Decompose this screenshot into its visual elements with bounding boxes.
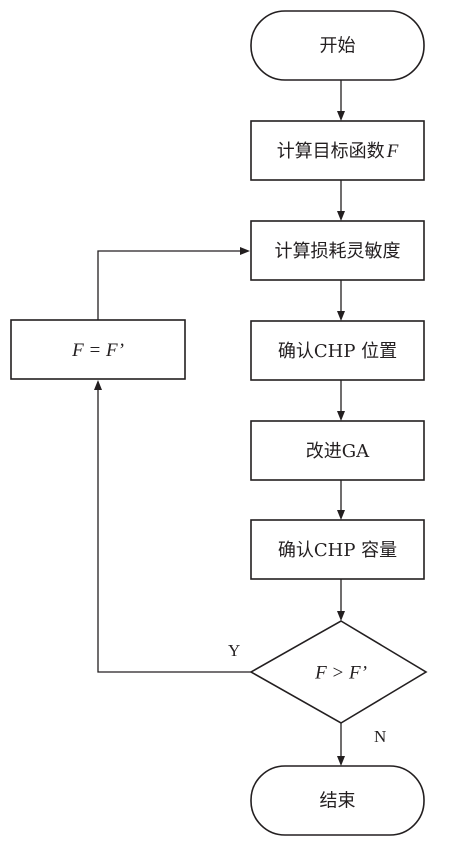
start-node: 开始 (250, 10, 425, 81)
main-flow-connectors (337, 80, 345, 766)
confirm-location-label: 确认CHP 位置 (278, 341, 397, 362)
arrowhead (337, 611, 345, 621)
feedback-loop-connectors (94, 247, 251, 673)
decision-label: F > F’ (314, 663, 367, 684)
decision-node: F > F’ (249, 620, 428, 724)
calc-objective-label: 计算目标函数 (277, 141, 385, 162)
improved-ga-node: 改进GA (250, 420, 425, 481)
no-branch-label: N (374, 727, 386, 746)
yes-branch-label: Y (228, 641, 240, 660)
arrowhead (240, 247, 250, 255)
end-node: 结束 (250, 765, 425, 836)
calc-objective-variable: F (386, 141, 399, 162)
confirm-capacity-label: 确认CHP 容量 (278, 540, 397, 561)
calc-sensitivity-node: 计算损耗灵敏度 (250, 220, 425, 281)
end-label: 结束 (320, 791, 356, 812)
connector-update-to-sensitivity (97, 250, 241, 320)
improved-ga-label: 改进GA (306, 441, 370, 462)
arrowhead (337, 411, 345, 421)
update-label: F = F’ (71, 340, 124, 361)
arrowhead (337, 756, 345, 766)
arrowhead (337, 211, 345, 221)
arrowhead (94, 380, 102, 390)
start-label: 开始 (320, 36, 356, 57)
confirm-location-node: 确认CHP 位置 (250, 320, 425, 381)
connector-decision-to-update (97, 389, 251, 673)
update-node: F = F’ (10, 319, 186, 380)
arrowhead (337, 510, 345, 520)
arrowhead (337, 111, 345, 121)
arrowhead (337, 311, 345, 321)
confirm-capacity-node: 确认CHP 容量 (250, 519, 425, 580)
calc-sensitivity-label: 计算损耗灵敏度 (275, 241, 401, 262)
